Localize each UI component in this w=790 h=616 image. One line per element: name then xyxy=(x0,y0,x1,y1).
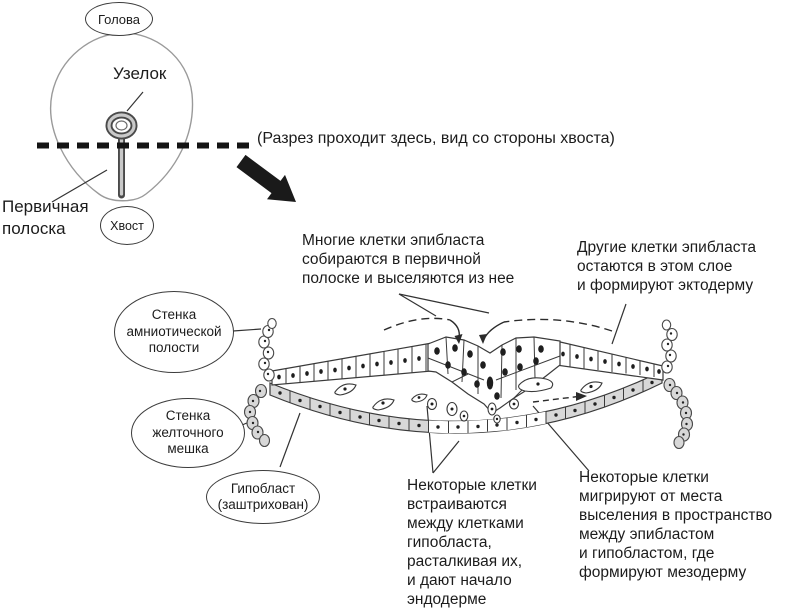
tail-label-oval: Хвост xyxy=(100,206,154,245)
node-label: Узелок xyxy=(113,64,167,83)
yolk-sac-wall-oval: Стенка желточного мешка xyxy=(131,398,245,468)
epiblast-layer xyxy=(271,340,664,386)
hypoblast-layer xyxy=(269,370,663,434)
primitive-streak-cluster xyxy=(426,336,561,424)
mesoderm-note: Некоторые клетки мигрируют от места высе… xyxy=(579,469,773,581)
hypoblast-oval: Гипобласт (заштрихован) xyxy=(206,470,320,524)
section-note: (Разрез проходит здесь, вид со стороны х… xyxy=(257,130,615,147)
embryo-top-view xyxy=(37,32,296,203)
primitive-streak-label: Первичная полоска xyxy=(2,197,89,238)
head-label-oval: Голова xyxy=(85,2,153,36)
amnion-wall-oval: Стенка амниотической полости xyxy=(114,291,234,373)
epiblast-other-note: Другие клетки эпибласта остаются в этом … xyxy=(577,239,756,294)
cross-section-art xyxy=(223,293,694,474)
section-arrow xyxy=(236,154,296,202)
migration-arrow xyxy=(532,392,587,403)
ingression-arrows xyxy=(383,317,613,340)
endoderm-note: Некоторые клетки встраиваются между клет… xyxy=(407,477,537,608)
epiblast-many-note: Многие клетки эпибласта собираются в пер… xyxy=(302,232,515,287)
amnion-wall-cells xyxy=(258,317,678,382)
